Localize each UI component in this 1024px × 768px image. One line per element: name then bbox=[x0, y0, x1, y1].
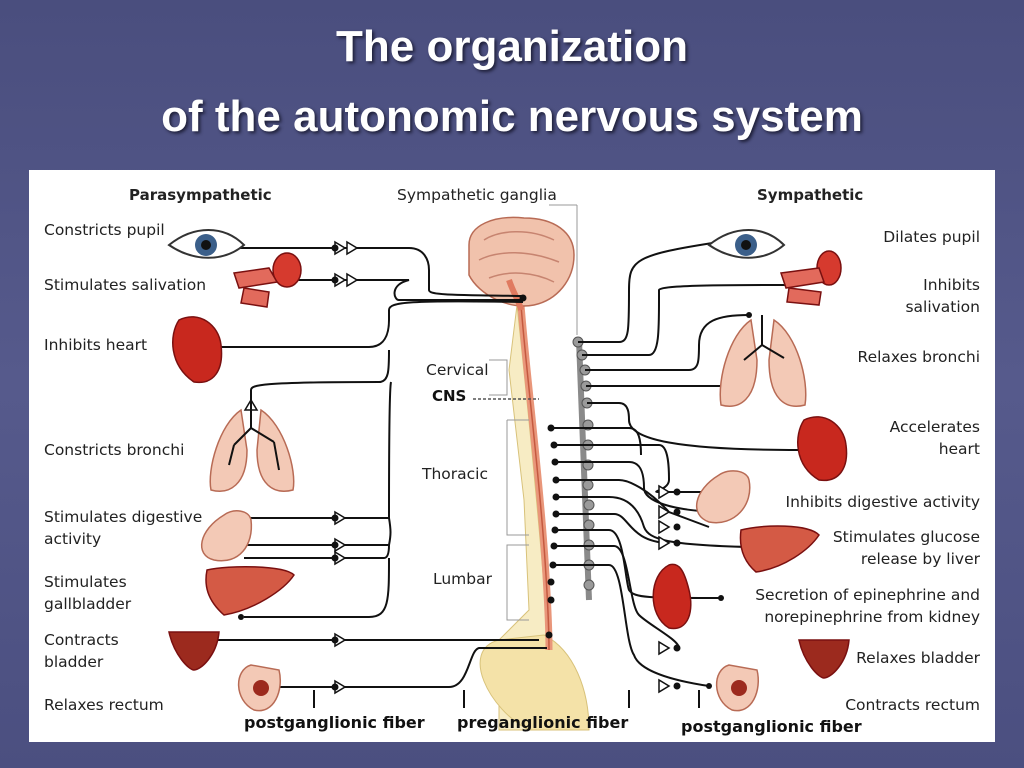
sympathetic-effect-bladder-line: Relaxes bladder bbox=[856, 649, 981, 667]
parasympathetic-effect-heart-line: Inhibits heart bbox=[44, 336, 147, 354]
kidney-right bbox=[652, 563, 692, 630]
sympathetic-effect-heart: Accelerates heart bbox=[890, 418, 980, 458]
sympathetic-effect-rectum: Contracts rectum bbox=[845, 696, 980, 714]
ans-diagram: Parasympathetic Sympathetic ganglia Symp… bbox=[44, 186, 981, 736]
region-cns: CNS bbox=[432, 387, 466, 405]
parasympathetic-effect-heart: Inhibits heart bbox=[44, 336, 147, 354]
region-cervical: Cervical bbox=[426, 361, 489, 379]
parasympathetic-effect-pupil-line: Constricts pupil bbox=[44, 221, 165, 239]
salivary-glands-right bbox=[780, 250, 842, 306]
heart-left bbox=[172, 316, 223, 384]
parasympathetic-effect-pupil: Constricts pupil bbox=[44, 221, 165, 239]
heart-right bbox=[797, 416, 848, 482]
label-preganglionic: preganglionic fiber bbox=[457, 713, 628, 732]
sympathetic-effect-rectum-line: Contracts rectum bbox=[845, 696, 980, 714]
parasympathetic-effect-gallbladder-line: Stimulates bbox=[44, 573, 127, 591]
eye-right bbox=[707, 229, 786, 259]
header-sympathetic: Sympathetic bbox=[757, 186, 863, 204]
stomach-left bbox=[200, 510, 253, 562]
sympathetic-effect-glucose-line: release by liver bbox=[861, 550, 981, 568]
parasympathetic-effect-bronchi: Constricts bronchi bbox=[44, 441, 184, 459]
lungs-left bbox=[209, 400, 295, 492]
sympathetic-effect-pupil-line: Dilates pupil bbox=[883, 228, 980, 246]
rectum-left bbox=[237, 664, 281, 712]
parasympathetic-effect-gallbladder-line: gallbladder bbox=[44, 595, 132, 613]
sympathetic-effect-heart-line: heart bbox=[939, 440, 980, 458]
parasympathetic-effect-digestive: Stimulates digestive activity bbox=[44, 508, 202, 548]
fiber-ticks bbox=[313, 690, 700, 708]
parasympathetic-effect-bronchi-line: Constricts bronchi bbox=[44, 441, 184, 459]
ans-diagram-panel: Parasympathetic Sympathetic ganglia Symp… bbox=[29, 170, 995, 742]
parasympathetic-effect-gallbladder: Stimulates gallbladder bbox=[44, 573, 132, 613]
sympathetic-effect-glucose-line: Stimulates glucose bbox=[833, 528, 980, 546]
eye-left bbox=[167, 229, 246, 259]
parasympathetic-effect-digestive-line: activity bbox=[44, 530, 101, 548]
parasympathetic-effect-rectum-line: Relaxes rectum bbox=[44, 696, 164, 714]
liver-left bbox=[205, 565, 295, 616]
region-brackets bbox=[473, 204, 578, 621]
sympathetic-effect-salivation-line: Inhibits bbox=[923, 276, 980, 294]
sympathetic-effect-salivation-line: salivation bbox=[905, 298, 980, 316]
sympathetic-effect-glucose: Stimulates glucose release by liver bbox=[833, 528, 981, 568]
sympathetic-effect-heart-line: Accelerates bbox=[890, 418, 980, 436]
rectum-right bbox=[715, 664, 759, 712]
sympathetic-effect-digestive: Inhibits digestive activity bbox=[786, 493, 981, 511]
sympathetic-effect-pupil: Dilates pupil bbox=[883, 228, 980, 246]
region-thoracic: Thoracic bbox=[421, 465, 488, 483]
parasympathetic-effect-bladder: Contracts bladder bbox=[44, 631, 119, 671]
sympathetic-effect-bladder: Relaxes bladder bbox=[856, 649, 981, 667]
sympathetic-effect-bronchi-line: Relaxes bronchi bbox=[858, 348, 980, 366]
header-sympathetic-ganglia: Sympathetic ganglia bbox=[397, 186, 557, 204]
parasympathetic-effect-bladder-line: bladder bbox=[44, 653, 104, 671]
parasympathetic-effect-salivation: Stimulates salivation bbox=[44, 276, 206, 294]
liver-right bbox=[739, 525, 820, 573]
parasympathetic-effect-bladder-line: Contracts bbox=[44, 631, 119, 649]
parasympathetic-effect-salivation-line: Stimulates salivation bbox=[44, 276, 206, 294]
slide-title-line-2: of the autonomic nervous system bbox=[161, 92, 863, 141]
parasympathetic-effect-rectum: Relaxes rectum bbox=[44, 696, 164, 714]
label-postganglionic-right: postganglionic fiber bbox=[681, 717, 862, 736]
bladder-left bbox=[168, 631, 220, 671]
sympathetic-effect-kidney-line: norepinephrine from kidney bbox=[764, 608, 980, 626]
label-postganglionic-left: postganglionic fiber bbox=[244, 713, 425, 732]
slide-title-line-1: The organization bbox=[336, 22, 688, 71]
region-lumbar: Lumbar bbox=[433, 570, 493, 588]
salivary-glands-left bbox=[233, 252, 302, 308]
stomach-right bbox=[695, 470, 751, 524]
lungs-right bbox=[719, 315, 807, 407]
sympathetic-effect-salivation: Inhibits salivation bbox=[905, 276, 980, 316]
header-parasympathetic: Parasympathetic bbox=[129, 186, 272, 204]
parasympathetic-effect-digestive-line: Stimulates digestive bbox=[44, 508, 202, 526]
sympathetic-effect-kidney: Secretion of epinephrine and norepinephri… bbox=[755, 586, 980, 626]
sympathetic-effect-bronchi: Relaxes bronchi bbox=[858, 348, 980, 366]
sympathetic-effect-kidney-line: Secretion of epinephrine and bbox=[755, 586, 980, 604]
bladder-right bbox=[798, 639, 850, 679]
sympathetic-effect-digestive-line: Inhibits digestive activity bbox=[786, 493, 981, 511]
